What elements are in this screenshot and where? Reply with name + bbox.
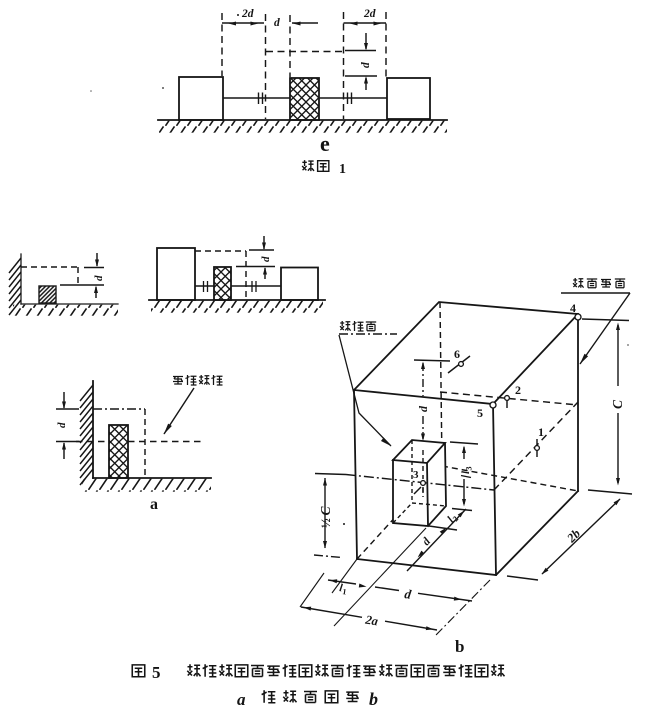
svg-text:½: ½ (318, 518, 333, 528)
svg-text:C: C (610, 399, 625, 409)
svg-text:a: a (150, 496, 158, 513)
svg-text:2b: 2b (564, 526, 583, 545)
svg-text:C: C (318, 506, 333, 516)
svg-text:5: 5 (477, 406, 483, 420)
svg-text:b: b (455, 637, 464, 656)
svg-text:2a: 2a (364, 612, 380, 628)
svg-text:1: 1 (339, 162, 346, 177)
svg-text:e: e (320, 131, 330, 156)
svg-text:l: l (460, 470, 472, 474)
svg-text:6: 6 (454, 347, 460, 361)
svg-text:3: 3 (465, 467, 474, 471)
svg-text:1: 1 (538, 425, 544, 439)
svg-text:a: a (237, 690, 246, 709)
svg-text:d: d (56, 422, 68, 428)
svg-text:b: b (369, 689, 378, 709)
svg-text:d: d (404, 586, 413, 602)
svg-text:4: 4 (570, 301, 576, 315)
svg-text:2d: 2d (363, 8, 376, 20)
svg-text:1: 1 (342, 587, 347, 596)
svg-text:2: 2 (515, 383, 521, 397)
svg-text:2d: 2d (241, 8, 254, 20)
svg-text:2: 2 (451, 514, 460, 523)
svg-text:l: l (445, 514, 457, 525)
svg-text:d: d (360, 62, 372, 68)
svg-text:d: d (260, 256, 272, 262)
svg-text:5: 5 (152, 663, 161, 682)
svg-text:l: l (339, 582, 345, 594)
svg-text:3: 3 (413, 469, 419, 481)
svg-text:d: d (416, 405, 430, 412)
svg-text:d: d (274, 17, 280, 29)
svg-text:d: d (93, 275, 105, 281)
